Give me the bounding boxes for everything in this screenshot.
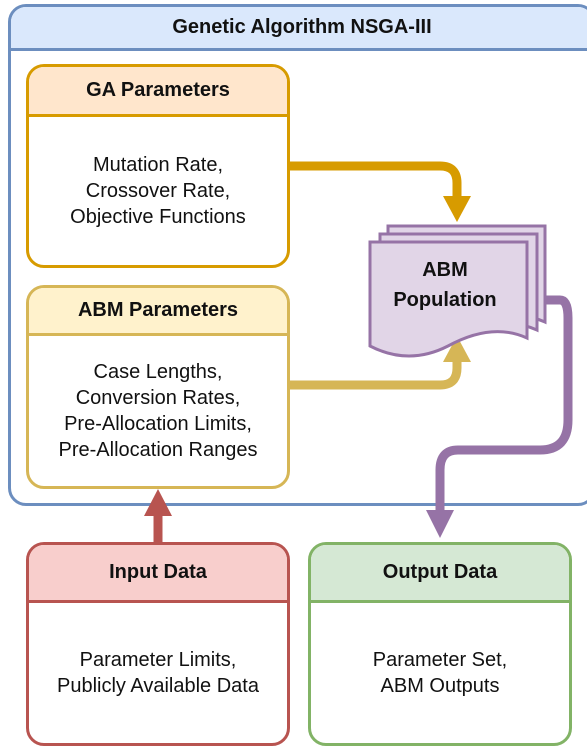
ga-parameter-item: Crossover Rate,: [85, 180, 231, 202]
input-data-body: Parameter Limits, Publicly Available Dat…: [29, 603, 287, 743]
output-data-item: Parameter Set,: [372, 649, 508, 671]
ga-parameter-item: Objective Functions: [70, 206, 246, 228]
abm-parameter-item: Case Lengths,: [93, 361, 223, 383]
input-data-item: Publicly Available Data: [57, 675, 259, 697]
abm-parameter-item: Pre-Allocation Ranges: [58, 439, 258, 461]
output-data-box: Output Data Parameter Set, ABM Outputs: [308, 542, 572, 746]
input-data-item: Parameter Limits,: [79, 649, 237, 671]
input-to-abm-arrowhead: [144, 489, 172, 516]
abm-population-label: ABM Population: [370, 255, 520, 315]
population-to-output-arrow: [435, 295, 573, 512]
ga-to-population-arrowhead: [443, 196, 471, 222]
output-data-title: Output Data: [311, 545, 569, 603]
ga-parameters-title: GA Parameters: [29, 67, 287, 117]
abm-parameters-body: Case Lengths, Conversion Rates, Pre-Allo…: [29, 336, 287, 486]
ga-parameter-item: Mutation Rate,: [92, 154, 224, 176]
output-data-item: ABM Outputs: [380, 675, 500, 697]
abm-parameter-item: Conversion Rates,: [75, 387, 241, 409]
population-to-output-arrowhead: [426, 510, 454, 538]
abm-parameters-box: ABM Parameters Case Lengths, Conversion …: [26, 285, 290, 489]
abm-population-shape: [368, 224, 547, 358]
ga-parameters-box: GA Parameters Mutation Rate, Crossover R…: [26, 64, 290, 268]
container-title: Genetic Algorithm NSGA-III: [11, 7, 587, 51]
population-line-2: Population: [393, 289, 497, 311]
input-data-title: Input Data: [29, 545, 287, 603]
ga-parameters-body: Mutation Rate, Crossover Rate, Objective…: [29, 117, 287, 265]
abm-to-population-arrow: [290, 356, 462, 390]
abm-parameters-title: ABM Parameters: [29, 288, 287, 336]
input-data-box: Input Data Parameter Limits, Publicly Av…: [26, 542, 290, 746]
ga-to-population-arrow: [290, 161, 462, 200]
output-data-body: Parameter Set, ABM Outputs: [311, 603, 569, 743]
population-line-1: ABM: [422, 259, 468, 281]
abm-to-population-arrowhead: [443, 336, 471, 362]
abm-parameter-item: Pre-Allocation Limits,: [64, 413, 252, 435]
